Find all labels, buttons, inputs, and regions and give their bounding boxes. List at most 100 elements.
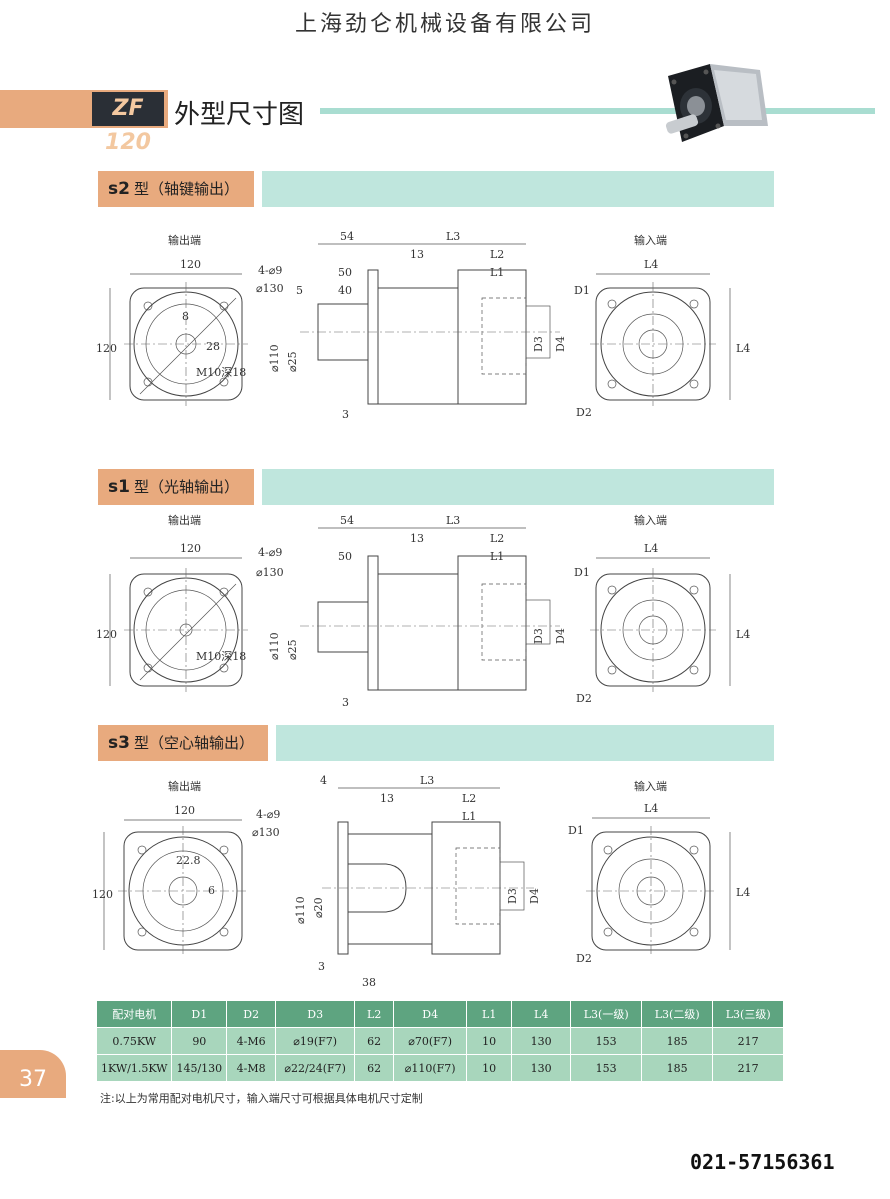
dim-L2: L2: [490, 248, 504, 261]
label-d130: ⌀130: [252, 826, 280, 839]
dim-3: 3: [318, 960, 325, 973]
dim-3: 3: [342, 696, 349, 709]
col-header: D2: [226, 1000, 277, 1028]
label-holes: 4-⌀9: [258, 546, 282, 559]
dim-50: 50: [338, 266, 352, 279]
page-title: 外型尺寸图: [174, 100, 305, 130]
dim-D2: D2: [576, 406, 592, 419]
table-cell: 130: [511, 1054, 572, 1082]
table-cell: 1KW/1.5KW: [95, 1054, 173, 1082]
section-code: s2: [108, 179, 130, 199]
dim-120-top: 120: [180, 542, 201, 555]
dim-50: 50: [338, 550, 352, 563]
dim-13: 13: [380, 792, 394, 805]
dim-120-top: 120: [180, 258, 201, 271]
col-header: L4: [511, 1000, 572, 1028]
dim-D4: D4: [528, 888, 541, 904]
gearbox-product-image: [665, 64, 768, 142]
section-label: 型（轴键输出）: [133, 180, 239, 198]
dim-L4-top: L4: [644, 802, 658, 815]
dim-L4-top: L4: [644, 258, 658, 271]
dim-6: 6: [208, 884, 215, 897]
dim-38: 38: [362, 976, 376, 989]
col-header: D3: [275, 1000, 356, 1028]
col-header: L3(一级): [570, 1000, 643, 1028]
table-cell: 10: [466, 1027, 513, 1055]
label-output-end: 输出端: [168, 513, 201, 527]
dim-4: 4: [320, 774, 327, 787]
label-phi110: ⌀110: [268, 344, 281, 372]
drawing-s2: 输出端 120 4-⌀9 ⌀130 120 8 28 M10深18 54 L3 …: [90, 218, 780, 438]
dim-D4: D4: [554, 628, 567, 644]
section-code: s1: [108, 477, 130, 497]
dim-28: 28: [206, 340, 220, 353]
col-header: L3(二级): [641, 1000, 714, 1028]
dim-L4-side: L4: [736, 886, 750, 899]
table-cell: 62: [354, 1027, 395, 1055]
label-input-end: 输入端: [634, 233, 667, 247]
dim-D3: D3: [532, 336, 545, 352]
dim-13: 13: [410, 248, 424, 261]
dim-3: 3: [342, 408, 349, 421]
table-row: 0.75KW 90 4-M6 ⌀19(F7) 62 ⌀70(F7) 10 130…: [95, 1027, 785, 1055]
table-cell: 185: [641, 1054, 714, 1082]
table-cell: 10: [466, 1054, 513, 1082]
label-phi25: ⌀25: [286, 351, 299, 372]
label-thread: M10深18: [196, 366, 246, 379]
dim-22-8: 22.8: [176, 854, 201, 867]
dim-D3: D3: [532, 628, 545, 644]
table-cell: 217: [712, 1027, 785, 1055]
dim-8: 8: [182, 310, 189, 323]
table-cell: 130: [511, 1027, 572, 1055]
dim-120-side: 120: [96, 342, 117, 355]
section-bar: [262, 469, 774, 505]
label-thread: M10深18: [196, 650, 246, 663]
drawing-s3: 输出端 120 4-⌀9 ⌀130 120 22.8 6 4 L3 13 L2 …: [90, 770, 780, 990]
label-output-end: 输出端: [168, 779, 201, 793]
col-header: 配对电机: [95, 1000, 173, 1028]
table-header-row: 配对电机 D1 D2 D3 L2 D4 L1 L4 L3(一级) L3(二级) …: [95, 1000, 785, 1028]
drawing-s1: 输出端 120 4-⌀9 ⌀130 120 M10深18 54 L3 13 L2…: [90, 504, 780, 714]
table-cell: 153: [570, 1054, 643, 1082]
label-phi20: ⌀20: [312, 897, 325, 918]
section-label: 型（光轴输出）: [133, 478, 239, 496]
col-header: D4: [393, 1000, 468, 1028]
dim-L4-side: L4: [736, 628, 750, 641]
label-holes: 4-⌀9: [256, 808, 280, 821]
label-input-end: 输入端: [634, 779, 667, 793]
dim-L4-side: L4: [736, 342, 750, 355]
col-header: L1: [466, 1000, 513, 1028]
dim-D1: D1: [574, 566, 590, 579]
table-cell: 4-M8: [226, 1054, 277, 1082]
table-row: 1KW/1.5KW 145/130 4-M8 ⌀22/24(F7) 62 ⌀11…: [95, 1054, 785, 1082]
dim-120-side: 120: [96, 628, 117, 641]
dim-L2: L2: [462, 792, 476, 805]
table-cell: 62: [354, 1054, 395, 1082]
table-cell: 4-M6: [226, 1027, 277, 1055]
spec-table: 配对电机 D1 D2 D3 L2 D4 L1 L4 L3(一级) L3(二级) …: [95, 1000, 785, 1082]
dim-L3: L3: [446, 230, 460, 243]
dim-54: 54: [340, 514, 354, 527]
table-cell: 185: [641, 1027, 714, 1055]
dim-D3: D3: [506, 888, 519, 904]
dim-D2: D2: [576, 952, 592, 965]
dim-D4: D4: [554, 336, 567, 352]
dim-D1: D1: [568, 824, 584, 837]
label-d130: ⌀130: [256, 282, 284, 295]
dim-120-side: 120: [92, 888, 113, 901]
label-phi25: ⌀25: [286, 639, 299, 660]
dim-54: 54: [340, 230, 354, 243]
model-label: ZF 120: [92, 92, 164, 155]
table-cell: 153: [570, 1027, 643, 1055]
dim-D2: D2: [576, 692, 592, 705]
table-cell: 0.75KW: [95, 1027, 173, 1055]
dim-L2: L2: [490, 532, 504, 545]
col-header: L3(三级): [712, 1000, 785, 1028]
dim-L4-top: L4: [644, 542, 658, 555]
label-holes: 4-⌀9: [258, 264, 282, 277]
dim-L3: L3: [446, 514, 460, 527]
section-label: 型（空心轴输出）: [133, 734, 254, 752]
